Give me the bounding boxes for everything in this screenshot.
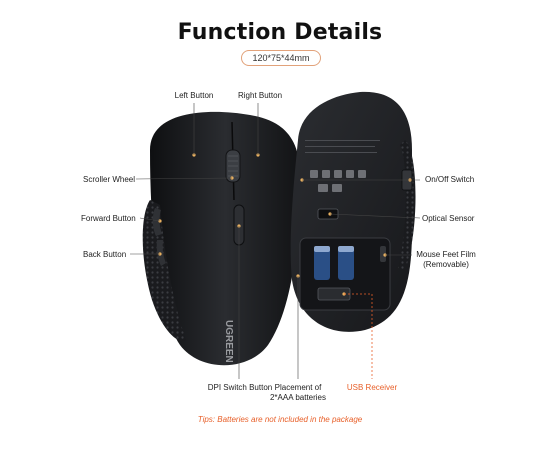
label-optical-sensor: Optical Sensor: [422, 214, 475, 223]
label-scroller-wheel: Scroller Wheel: [83, 175, 136, 184]
mouse-bottom-view: [290, 91, 416, 332]
label-on-off-switch: On/Off Switch: [425, 175, 475, 184]
tips-note: Tips: Batteries are not included in the …: [197, 415, 363, 424]
label-left-button: Left Button: [174, 91, 214, 100]
label-mouse-feet-film: Mouse Feet Film (Removable): [416, 250, 476, 269]
cert-marks: [310, 170, 366, 192]
label-usb-receiver: USB Receiver: [346, 383, 398, 392]
page-title: Function Details: [177, 20, 383, 45]
label-battery-placement: Placement of 2*AAA batteries: [269, 383, 327, 402]
optical-sensor-shape: [317, 208, 339, 220]
label-forward-button: Forward Button: [81, 214, 136, 223]
forward-button-shape: [152, 208, 162, 236]
brand-logo: UGREEN: [223, 320, 234, 363]
usb-leader-line: [344, 293, 373, 379]
leader-lines: [130, 103, 421, 379]
dimensions-badge: 120*75*44mm: [241, 50, 321, 66]
side-grip: [142, 200, 186, 341]
back-button-shape: [156, 240, 166, 266]
mouse-foot: [380, 246, 386, 262]
mouse-top-view: UGREEN: [142, 111, 300, 366]
label-back-button: Back Button: [83, 250, 127, 259]
label-right-button: Right Button: [237, 91, 283, 100]
label-dpi-switch: DPI Switch Button: [207, 383, 273, 392]
